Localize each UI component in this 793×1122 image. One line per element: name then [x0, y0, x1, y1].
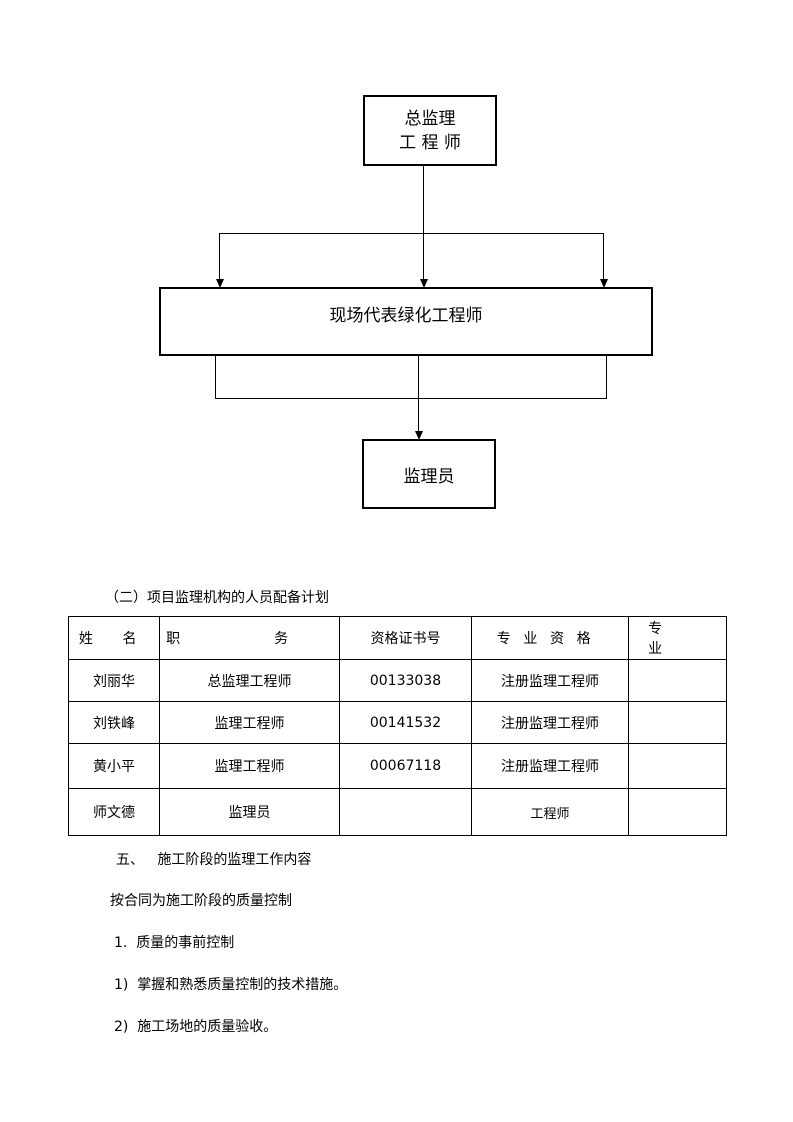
cell-post: 监理工程师	[159, 701, 340, 744]
table-row: 刘丽华 总监理工程师 00133038 注册监理工程师	[68, 659, 727, 702]
cell-qual: 注册监理工程师	[471, 743, 629, 789]
cell-qual: 工程师	[471, 788, 629, 836]
header-post: 职 务	[159, 616, 340, 660]
cell-post: 总监理工程师	[159, 659, 340, 702]
table-row: 刘铁峰 监理工程师 00141532 注册监理工程师	[68, 701, 727, 744]
arrow-left-icon	[216, 279, 224, 288]
cell-cert	[339, 788, 472, 836]
cell-major	[628, 788, 727, 836]
header-major: 专业	[628, 616, 727, 660]
cell-cert: 00133038	[339, 659, 472, 702]
cell-cert: 00141532	[339, 701, 472, 744]
upper-left-drop	[219, 233, 220, 279]
staffing-table: 姓 名 职 务 资格证书号 专业资格 专业 刘丽华 总监理工程师 0013303…	[68, 616, 727, 836]
staffing-title: （二）项目监理机构的人员配备计划	[105, 590, 329, 606]
site-representative-box: 现场代表绿化工程师	[159, 287, 653, 356]
section-five-heading: 五、 施工阶段的监理工作内容	[116, 852, 312, 868]
arrow-right-icon	[600, 279, 608, 288]
list-item-site-acceptance: 2) 施工场地的质量验收。	[114, 1019, 278, 1035]
lower-horizontal-connector	[215, 398, 607, 399]
table-row: 师文德 监理员 工程师	[68, 788, 727, 836]
site-representative-label: 现场代表绿化工程师	[329, 306, 483, 326]
header-cert: 资格证书号	[339, 616, 472, 660]
cell-post: 监理工程师	[159, 743, 340, 789]
upper-middle-drop	[423, 233, 424, 279]
upper-right-drop	[603, 233, 604, 279]
table-header-row: 姓 名 职 务 资格证书号 专业资格 专业	[68, 616, 727, 660]
paragraph-quality-control: 按合同为施工阶段的质量控制	[110, 893, 292, 909]
cell-name: 师文德	[68, 788, 160, 836]
supervisor-box: 监理员	[362, 439, 496, 509]
arrow-middle-icon	[420, 279, 428, 288]
cell-qual: 注册监理工程师	[471, 701, 629, 744]
cell-major	[628, 701, 727, 744]
header-name: 姓 名	[68, 616, 160, 660]
chief-to-rep-connector	[423, 166, 424, 233]
arrow-supervisor-icon	[414, 431, 423, 440]
list-item-technical-measures: 1) 掌握和熟悉质量控制的技术措施。	[114, 977, 348, 993]
lower-middle-rise	[418, 356, 419, 431]
cell-cert: 00067118	[339, 743, 472, 789]
chief-engineer-line1: 总监理	[404, 108, 456, 129]
cell-name: 刘丽华	[68, 659, 160, 702]
cell-major	[628, 659, 727, 702]
list-item-pre-control: 1. 质量的事前控制	[114, 935, 235, 951]
cell-name: 刘铁峰	[68, 701, 160, 744]
lower-left-rise	[215, 356, 216, 398]
upper-horizontal-connector	[219, 233, 604, 234]
chief-engineer-line2: 工 程 师	[399, 132, 461, 153]
cell-major	[628, 743, 727, 789]
cell-qual: 注册监理工程师	[471, 659, 629, 702]
table-row: 黄小平 监理工程师 00067118 注册监理工程师	[68, 743, 727, 789]
supervisor-label: 监理员	[403, 466, 455, 487]
lower-right-rise	[606, 356, 607, 398]
header-qual: 专业资格	[471, 616, 629, 660]
cell-post: 监理员	[159, 788, 340, 836]
chief-engineer-box: 总监理 工 程 师	[363, 95, 497, 166]
cell-name: 黄小平	[68, 743, 160, 789]
